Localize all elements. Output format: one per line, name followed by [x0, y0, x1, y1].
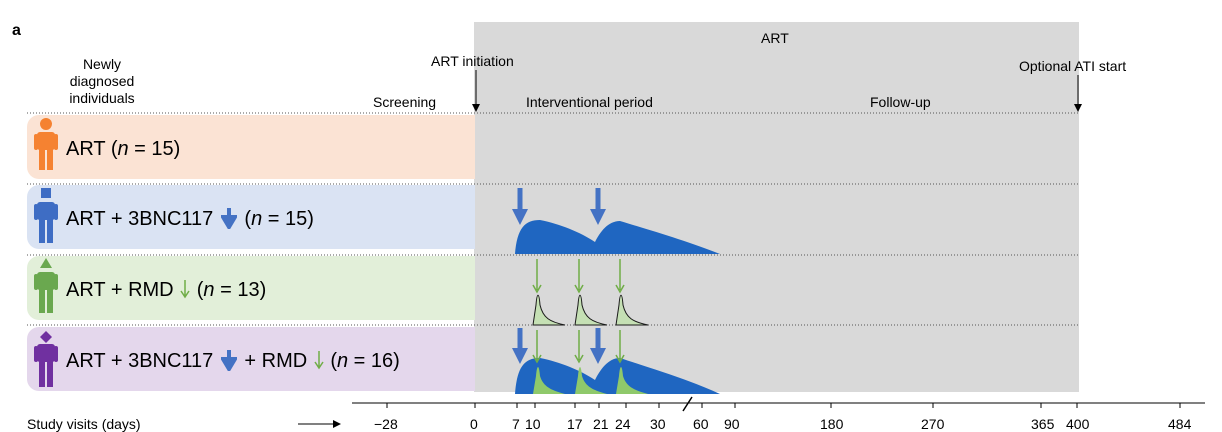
group-label-art-text: ART ( — [66, 138, 118, 160]
bnc-arrow-icon — [219, 350, 239, 373]
group-row-rmd — [27, 256, 475, 320]
interventional-period-label: Interventional period — [526, 94, 653, 110]
group-label-rmd-text: ART + RMD — [66, 279, 174, 301]
combo-rmd-pk-spike — [616, 367, 648, 394]
tick-label: 180 — [820, 416, 844, 432]
cohort-label: Newly diagnosed individuals — [57, 56, 147, 107]
tick-label: 270 — [921, 416, 945, 432]
n-var: n — [337, 350, 349, 372]
tick-label: 365 — [1031, 416, 1055, 432]
optional-ati-label: Optional ATI start — [1019, 58, 1127, 74]
combo-bnc-dose-arrow — [590, 328, 606, 364]
axis-label-arrow — [298, 420, 341, 428]
paren-open: ( — [191, 279, 204, 301]
rmd-arrow-icon — [314, 351, 324, 370]
rmd-dose-arrows — [532, 259, 625, 294]
bnc-arrow-icon — [219, 208, 239, 231]
group-label-bnc-text: ART + 3BNC117 — [66, 208, 214, 230]
rmd-arrow-icon — [180, 280, 190, 299]
group-label-rmd-n: = 13) — [214, 279, 267, 301]
group-label-art: ART (n = 15) — [66, 138, 180, 161]
group-label-bnc: ART + 3BNC117 (n = 15) — [66, 207, 314, 231]
group-row-art — [27, 115, 475, 179]
tick-label: −28 — [374, 416, 398, 432]
row-separators — [27, 112, 1079, 326]
combo-rmd-pk-spike — [575, 367, 607, 394]
group-label-combo-n: = 16) — [348, 350, 400, 372]
n-var: n — [203, 279, 215, 301]
art-initiation-arrow — [472, 70, 480, 112]
paren-open: ( — [238, 208, 252, 230]
art-region — [474, 22, 1079, 392]
bnc-dose-arrow — [590, 188, 606, 225]
bnc-dose-arrow — [512, 188, 528, 225]
group-label-bnc-n: = 15) — [262, 208, 314, 230]
rmd-pk-spike — [615, 294, 649, 326]
cohort-line-2: diagnosed — [69, 73, 135, 89]
cohort-line-1: Newly — [82, 56, 122, 72]
screening-label: Screening — [373, 94, 437, 110]
group-label-combo-text: ART + 3BNC117 — [66, 350, 214, 372]
tick-label: 484 — [1168, 416, 1192, 432]
combo-rmd-dose-arrows — [532, 330, 625, 364]
optional-ati-arrow — [1074, 75, 1082, 112]
person-icon-green — [34, 258, 58, 313]
art-initiation-label: ART initiation — [431, 53, 514, 69]
tick-label: 0 — [470, 416, 478, 432]
group-label-rmd: ART + RMD (n = 13) — [66, 279, 266, 302]
panel-label: a — [12, 22, 21, 39]
n-var: n — [117, 138, 129, 160]
tick-label: 30 — [650, 416, 666, 432]
n-var: n — [251, 208, 263, 230]
timeline-axis — [352, 396, 1205, 412]
group-row-combo — [27, 327, 475, 391]
group-label-art-n: = 15) — [128, 138, 181, 160]
followup-label: Follow-up — [870, 94, 931, 110]
cohort-line-3: individuals — [69, 90, 135, 106]
combo-bnc-dose-arrow — [512, 328, 528, 364]
rmd-pk-spike — [574, 294, 608, 326]
combo-rmd-pk-spike — [533, 367, 565, 394]
combo-bnc-pk-curve — [515, 358, 720, 394]
tick-label: 24 — [615, 416, 631, 432]
tick-label: 60 — [693, 416, 709, 432]
paren-open: ( — [324, 350, 337, 372]
person-icon-orange — [34, 118, 58, 170]
bnc-pk-curve — [515, 220, 720, 254]
tick-label: 21 — [593, 416, 609, 432]
tick-label: 10 — [525, 416, 541, 432]
tick-label: 17 — [567, 416, 583, 432]
person-icon-blue — [34, 188, 58, 243]
tick-label: 400 — [1066, 416, 1090, 432]
tick-label: 7 — [512, 416, 520, 432]
rmd-pk-spike — [532, 294, 566, 326]
person-icon-purple — [34, 331, 58, 387]
art-header: ART — [761, 30, 789, 46]
group-row-bnc — [27, 185, 475, 249]
group-label-combo-rmd: + RMD — [238, 350, 308, 372]
axis-label: Study visits (days) — [27, 416, 141, 432]
tick-label: 90 — [724, 416, 740, 432]
group-label-combo: ART + 3BNC117 + RMD (n = 16) — [66, 349, 400, 373]
